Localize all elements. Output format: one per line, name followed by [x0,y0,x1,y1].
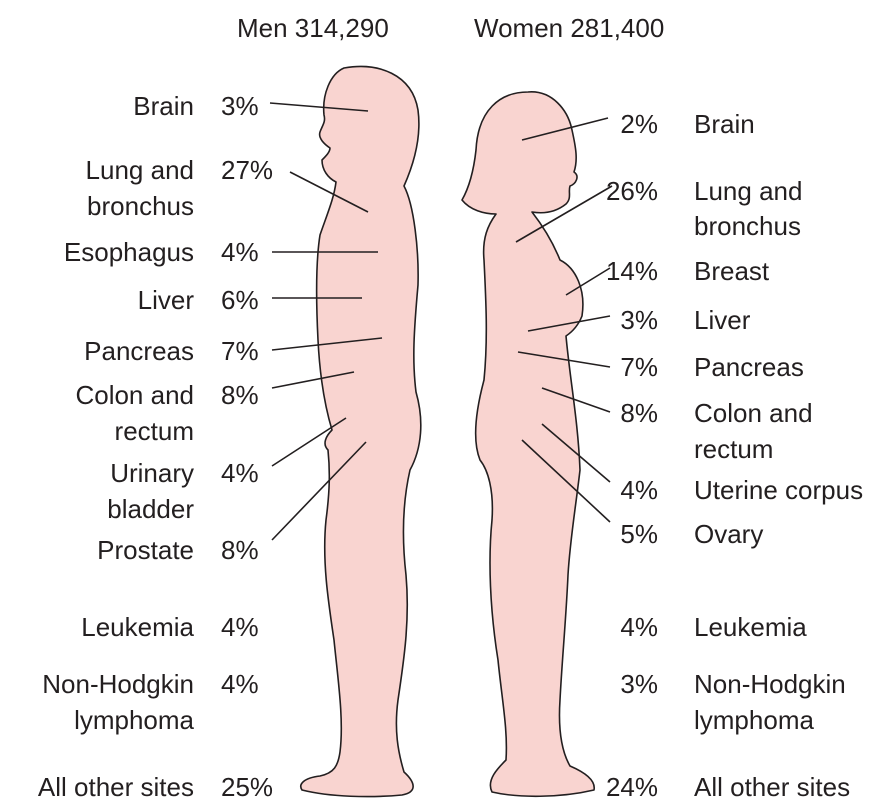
men-site-liver: Liver [138,282,194,318]
men-pct-leukemia: 4% [221,609,259,645]
men-site-bladder-line2: bladder [107,491,194,527]
women-site-lung-line2: bronchus [694,208,801,244]
women-pct-liver: 3% [620,302,658,338]
women-pct-lung: 26% [606,173,658,209]
women-site-nhl-line2: lymphoma [694,702,814,738]
male-silhouette [301,67,421,797]
women-site-uterine: Uterine corpus [694,472,863,508]
women-heading: Women 281,400 [474,10,664,46]
women-site-breast: Breast [694,253,769,289]
women-pct-colon: 8% [620,395,658,431]
women-site-other: All other sites [694,769,850,805]
men-pct-other: 25% [221,769,273,805]
men-site-other: All other sites [38,769,194,805]
men-site-prostate: Prostate [97,532,194,568]
men-site-pancreas: Pancreas [84,333,194,369]
women-site-pancreas: Pancreas [694,349,804,385]
men-site-colon-line1: Colon and [75,377,194,413]
women-site-nhl-line1: Non-Hodgkin [694,666,846,702]
men-pct-prostate: 8% [221,532,259,568]
women-site-colon-line2: rectum [694,431,773,467]
men-site-leukemia: Leukemia [81,609,194,645]
men-pct-liver: 6% [221,282,259,318]
men-site-bladder-line1: Urinary [110,455,194,491]
women-pct-uterine: 4% [620,472,658,508]
women-site-lung-line1: Lung and [694,173,802,209]
men-site-esophagus: Esophagus [64,234,194,270]
men-pct-pancreas: 7% [221,333,259,369]
women-pct-ovary: 5% [620,516,658,552]
women-site-colon-line1: Colon and [694,395,813,431]
women-site-ovary: Ovary [694,516,763,552]
men-site-lung-line2: bronchus [87,188,194,224]
men-pct-lung: 27% [221,152,273,188]
women-pct-nhl: 3% [620,666,658,702]
men-site-lung-line1: Lung and [86,152,194,188]
women-site-liver: Liver [694,302,750,338]
women-site-brain: Brain [694,106,755,142]
men-pct-bladder: 4% [221,455,259,491]
men-site-colon-line2: rectum [115,413,194,449]
women-pct-brain: 2% [620,106,658,142]
women-pct-breast: 14% [606,253,658,289]
men-pct-colon: 8% [221,377,259,413]
men-site-brain: Brain [133,88,194,124]
women-pct-other: 24% [606,769,658,805]
men-pct-esophagus: 4% [221,234,259,270]
men-heading: Men 314,290 [237,10,389,46]
women-site-leukemia: Leukemia [694,609,807,645]
men-pct-brain: 3% [221,88,259,124]
women-pct-pancreas: 7% [620,349,658,385]
men-pct-nhl: 4% [221,666,259,702]
women-pct-leukemia: 4% [620,609,658,645]
men-site-nhl-line2: lymphoma [74,702,194,738]
female-silhouette [462,92,594,796]
men-site-nhl-line1: Non-Hodgkin [42,666,194,702]
